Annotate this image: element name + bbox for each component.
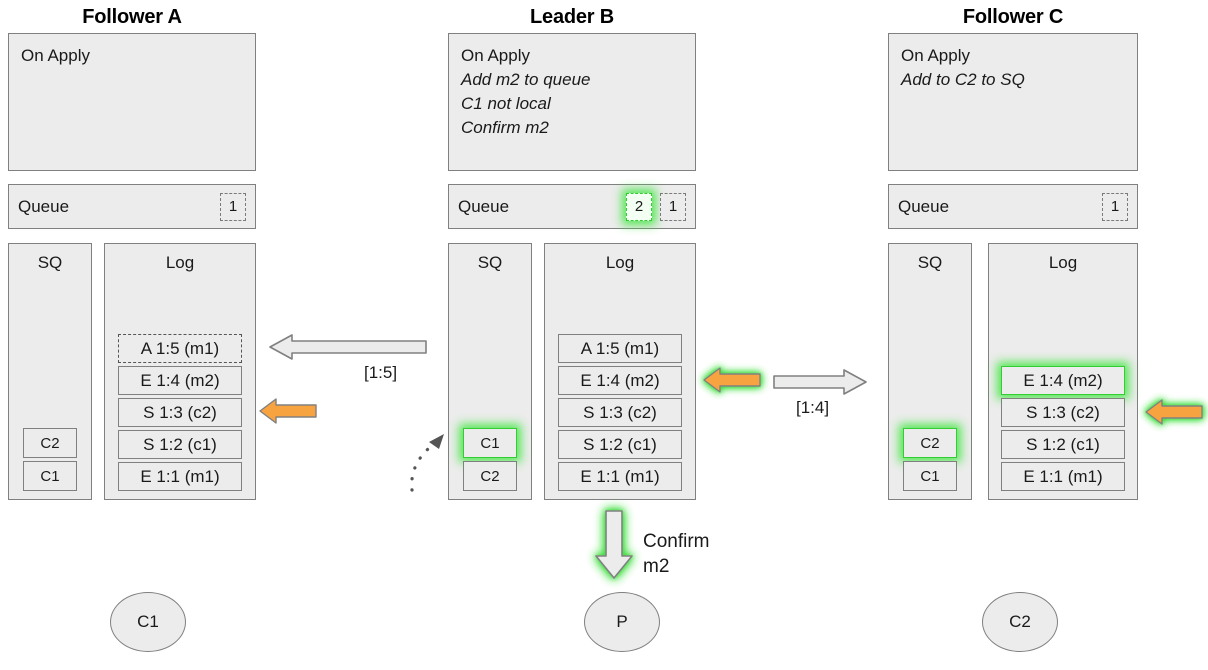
sq-cell: C2 <box>463 461 517 491</box>
log-title: Log <box>165 253 195 272</box>
log-entry-highlighted: E 1:4 (m2) <box>1001 366 1125 395</box>
replicate-arrow-left-label: [1:5] <box>364 363 398 382</box>
on-apply-line: Confirm m2 <box>461 118 549 137</box>
log-title: Log <box>1048 253 1078 272</box>
on-apply-line: Add m2 to queue <box>461 70 591 89</box>
queue-box: 1 <box>660 192 686 221</box>
client-node-p: P <box>584 592 660 652</box>
queue-box: 1 <box>1102 192 1128 221</box>
queue-panel-follower-c: Queue 1 <box>888 184 1138 229</box>
sq-title: SQ <box>37 253 63 272</box>
log-column-leader-b: Log A 1:5 (m1) E 1:4 (m2) S 1:3 (c2) S 1… <box>544 243 696 500</box>
sq-cell: C2 <box>23 428 77 458</box>
log-entry: S 1:3 (c2) <box>1001 398 1125 427</box>
sq-cell-highlighted: C1 <box>463 428 517 458</box>
commit-pointer-arrow-follower-a <box>259 398 317 424</box>
log-cells: A 1:5 (m1) E 1:4 (m2) S 1:3 (c2) S 1:2 (… <box>545 273 695 499</box>
sq-column-leader-b: SQ C1 C2 <box>448 243 532 500</box>
confirm-arrow-down <box>595 510 633 579</box>
queue-panel-leader-b: Queue 2 1 <box>448 184 696 229</box>
sq-cells: C1 C2 <box>449 273 531 499</box>
confirm-arrow-label: Confirm m2 <box>643 529 710 579</box>
replicate-arrow-right <box>773 369 867 395</box>
on-apply-panel-follower-c: On Apply Add to C2 to SQ <box>888 33 1138 171</box>
replicate-arrow-left <box>269 334 427 360</box>
enqueue-dotted-arrow-leader-b <box>410 434 444 492</box>
log-column-follower-a: Log A 1:5 (m1) E 1:4 (m2) S 1:3 (c2) S 1… <box>104 243 256 500</box>
commit-pointer-arrow-follower-c <box>1145 399 1203 425</box>
on-apply-line: Add to C2 to SQ <box>901 70 1025 89</box>
log-cells: A 1:5 (m1) E 1:4 (m2) S 1:3 (c2) S 1:2 (… <box>105 273 255 499</box>
confirm-label-line2: m2 <box>643 556 670 577</box>
log-title: Log <box>605 253 635 272</box>
log-entry: E 1:1 (m1) <box>118 462 242 491</box>
log-entry: S 1:2 (c1) <box>558 430 682 459</box>
node-title-follower-a: Follower A <box>82 6 182 28</box>
log-entry: E 1:1 (m1) <box>1001 462 1125 491</box>
queue-label: Queue <box>18 196 70 216</box>
queue-box-highlighted: 2 <box>626 192 652 221</box>
sq-cell: C1 <box>23 461 77 491</box>
log-entry: S 1:2 (c1) <box>118 430 242 459</box>
log-entry: A 1:5 (m1) <box>118 334 242 363</box>
commit-pointer-arrow-leader-b <box>703 367 761 393</box>
on-apply-header: On Apply <box>21 46 90 65</box>
sq-cell-highlighted: C2 <box>903 428 957 458</box>
log-entry: E 1:4 (m2) <box>558 366 682 395</box>
sq-title: SQ <box>917 253 943 272</box>
log-column-follower-c: Log E 1:4 (m2) S 1:3 (c2) S 1:2 (c1) E 1… <box>988 243 1138 500</box>
on-apply-panel-follower-a: On Apply <box>8 33 256 171</box>
on-apply-panel-leader-b: On Apply Add m2 to queue C1 not local Co… <box>448 33 696 171</box>
client-node-label: C2 <box>1009 612 1031 631</box>
confirm-label-line1: Confirm <box>643 531 710 552</box>
log-entry: S 1:2 (c1) <box>1001 430 1125 459</box>
sq-cells: C2 C1 <box>889 273 971 499</box>
sq-column-follower-a: SQ C2 C1 <box>8 243 92 500</box>
log-cells: E 1:4 (m2) S 1:3 (c2) S 1:2 (c1) E 1:1 (… <box>989 273 1137 499</box>
sq-title: SQ <box>477 253 503 272</box>
on-apply-line: C1 not local <box>461 94 551 113</box>
sq-cell: C1 <box>903 461 957 491</box>
on-apply-header: On Apply <box>461 46 530 65</box>
log-entry: S 1:3 (c2) <box>118 398 242 427</box>
replicate-arrow-right-label: [1:4] <box>796 398 830 417</box>
queue-box: 1 <box>220 192 246 221</box>
queue-label: Queue <box>458 196 510 216</box>
queue-label: Queue <box>898 196 950 216</box>
node-title-leader-b: Leader B <box>530 6 614 28</box>
sq-cells: C2 C1 <box>9 273 91 499</box>
log-entry: E 1:4 (m2) <box>118 366 242 395</box>
queue-panel-follower-a: Queue 1 <box>8 184 256 229</box>
client-node-c1: C1 <box>110 592 186 652</box>
client-node-c2: C2 <box>982 592 1058 652</box>
log-entry: S 1:3 (c2) <box>558 398 682 427</box>
client-node-label: P <box>616 612 628 631</box>
on-apply-header: On Apply <box>901 46 970 65</box>
node-title-follower-c: Follower C <box>962 6 1064 28</box>
client-node-label: C1 <box>137 612 159 631</box>
sq-column-follower-c: SQ C2 C1 <box>888 243 972 500</box>
log-entry: E 1:1 (m1) <box>558 462 682 491</box>
log-entry: A 1:5 (m1) <box>558 334 682 363</box>
